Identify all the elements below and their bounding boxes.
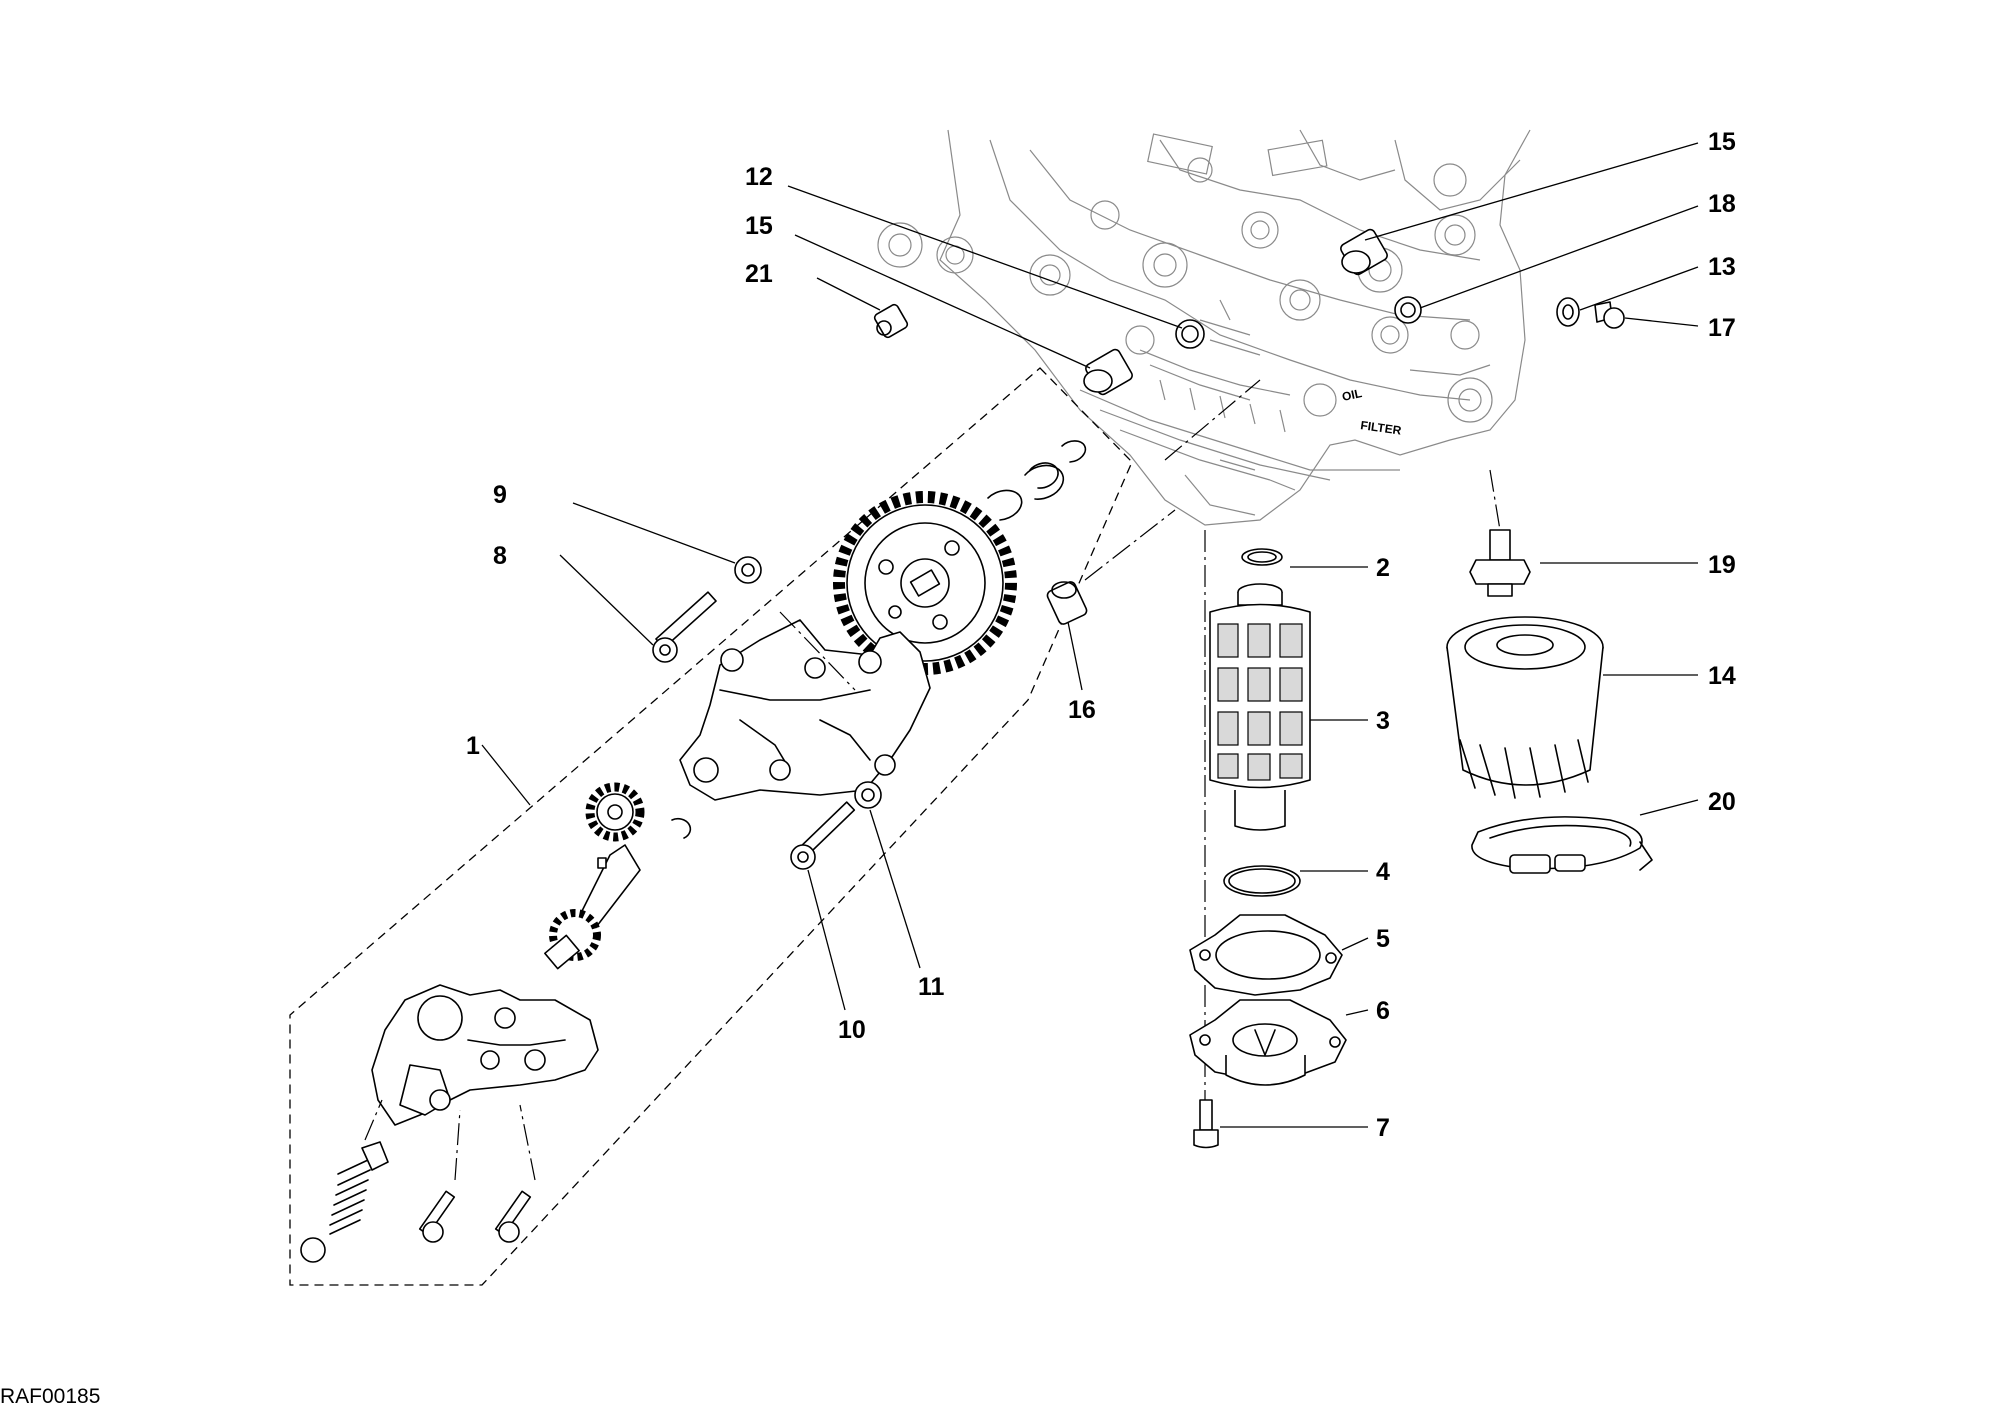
callout-21: 21 [745, 260, 773, 288]
filter-strap-20 [1471, 816, 1653, 874]
callout-18: 18 [1708, 190, 1736, 218]
callout-10: 10 [838, 1016, 866, 1044]
washer-13 [1556, 297, 1580, 327]
callout-1: 1 [466, 732, 480, 760]
oil-pump-parts [300, 440, 1087, 1263]
callout-11: 11 [918, 973, 945, 1001]
callout-labels: 1 2 3 4 5 6 7 8 9 10 11 12 13 14 15 15 1… [466, 128, 1736, 1142]
o-ring-4 [1223, 865, 1301, 897]
strainer-stack [1189, 530, 1347, 1149]
callout-15-left: 15 [745, 212, 773, 240]
relief-valve-spring [300, 1141, 389, 1263]
cover-6 [1189, 999, 1347, 1086]
leader-lines [481, 142, 1699, 1128]
gasket-5 [1189, 914, 1343, 996]
callout-3: 3 [1376, 707, 1390, 735]
plug-17 [1594, 301, 1625, 329]
filter-union-19 [1469, 529, 1531, 597]
callout-20: 20 [1708, 788, 1736, 816]
pump-cover-screws [418, 1190, 532, 1243]
sleeve-21 [873, 303, 909, 339]
callout-13: 13 [1708, 253, 1736, 281]
oil-label: OIL [1341, 386, 1363, 404]
callout-8: 8 [493, 542, 507, 570]
filter-label: FILTER [1360, 418, 1403, 438]
callout-7: 7 [1376, 1114, 1390, 1142]
screw-7 [1193, 1099, 1219, 1149]
engine-crankcase-drawing: OIL FILTER [877, 129, 1531, 526]
bolt-10 [790, 801, 856, 870]
callout-17: 17 [1708, 314, 1736, 342]
pump-shaft-gear [544, 909, 601, 970]
bolt-8 [652, 591, 717, 663]
oil-strainer-3 [1209, 583, 1311, 831]
callout-2: 2 [1376, 554, 1390, 582]
callout-5: 5 [1376, 925, 1390, 953]
callout-15-right: 15 [1708, 128, 1736, 156]
pump-drive-gear [833, 491, 1017, 675]
o-ring-2 [1241, 548, 1283, 566]
pump-inner-gear [585, 782, 645, 842]
o-ring-18 [1394, 296, 1422, 324]
callout-9: 9 [493, 481, 507, 509]
callout-14: 14 [1708, 662, 1736, 690]
oil-filter-group [1446, 469, 1653, 874]
oil-pump-assembly-outline [289, 367, 1133, 1286]
callout-16: 16 [1068, 696, 1096, 724]
bushing-15-left [1083, 348, 1133, 396]
callout-4: 4 [1376, 858, 1390, 886]
o-ring-12 [1175, 319, 1205, 349]
sleeve-16 [1046, 581, 1088, 625]
washer-11 [854, 781, 882, 809]
bushing-15-right [1340, 228, 1388, 276]
callout-12: 12 [745, 163, 773, 191]
drawing-code: RAF00185 [0, 1385, 100, 1408]
callout-19: 19 [1708, 551, 1736, 579]
washer-9 [734, 556, 762, 584]
callout-6: 6 [1376, 997, 1390, 1025]
oil-filter-14 [1446, 616, 1604, 799]
